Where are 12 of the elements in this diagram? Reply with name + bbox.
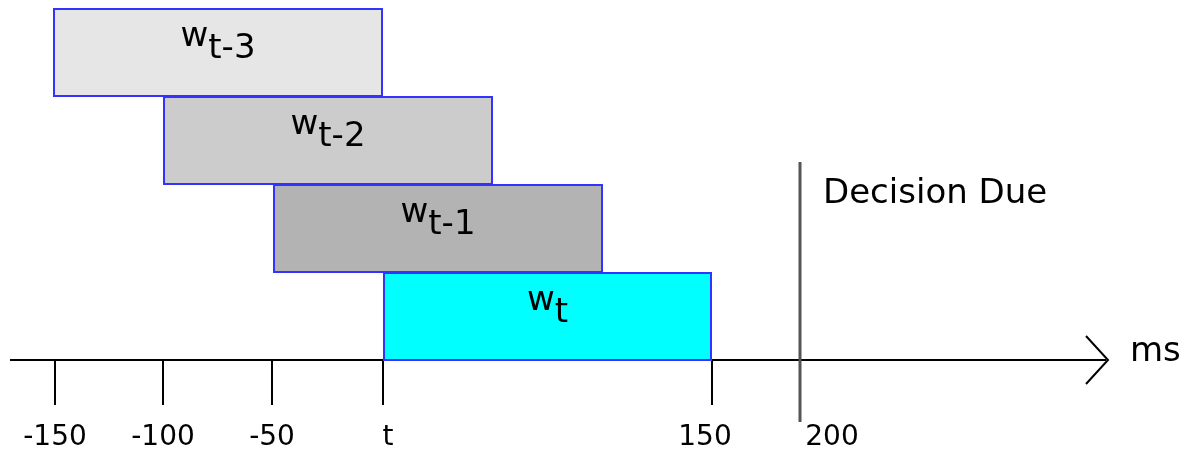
annotation-text: Decision Due [823, 174, 1048, 208]
tick-label: -50 [249, 422, 295, 450]
window-box [383, 272, 712, 361]
tick-label: 150 [678, 422, 732, 450]
window-box [163, 96, 493, 185]
tick-label: 200 [805, 422, 859, 450]
tick-label: -150 [23, 422, 87, 450]
window-box [53, 8, 383, 97]
tick-label: t [382, 422, 394, 450]
window-box [273, 184, 603, 273]
tick-label: -100 [131, 422, 195, 450]
axis-unit: ms [1130, 332, 1181, 366]
